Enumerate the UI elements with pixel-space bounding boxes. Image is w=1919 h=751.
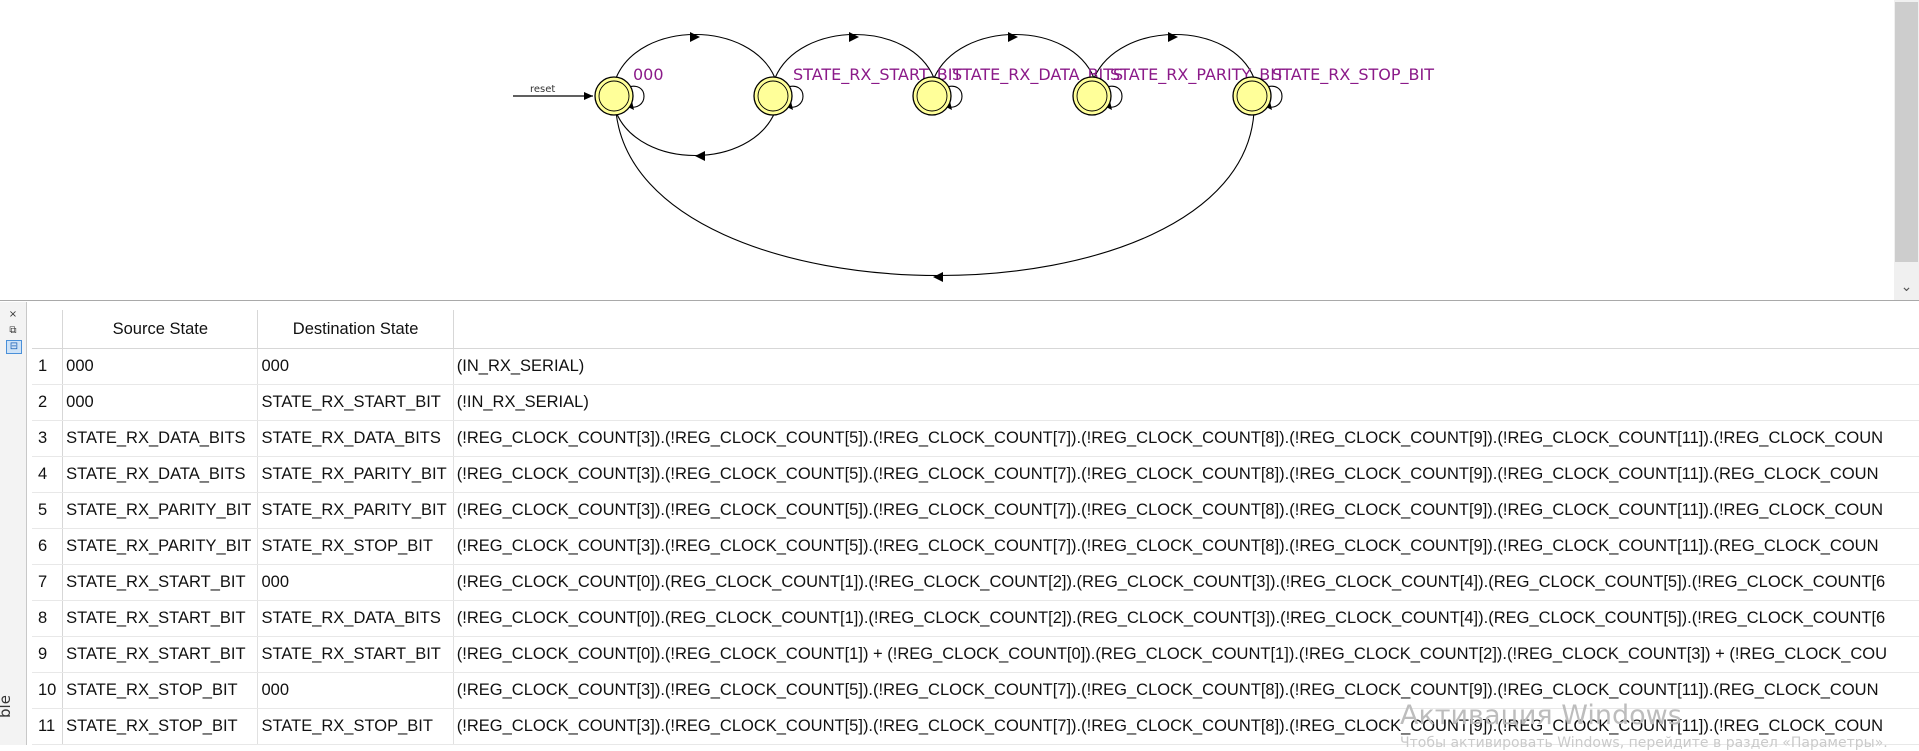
state-rx-stop-bit-label: STATE_RX_STOP_BIT	[1272, 65, 1434, 85]
source-state-cell[interactable]: STATE_RX_START_BIT	[62, 636, 259, 673]
row-index[interactable]: 10	[32, 672, 64, 709]
condition-cell[interactable]: (!REG_CLOCK_COUNT[3]).(!REG_CLOCK_COUNT[…	[453, 492, 1919, 529]
source-state-cell[interactable]: STATE_RX_STOP_BIT	[62, 708, 259, 745]
row-index[interactable]: 11	[32, 708, 64, 745]
column-header-condition[interactable]	[453, 310, 1919, 349]
state-rx-data-bits-label: STATE_RX_DATA_BITS	[952, 65, 1123, 85]
row-index[interactable]: 4	[32, 456, 64, 493]
condition-cell[interactable]: (!REG_CLOCK_COUNT[3]).(!REG_CLOCK_COUNT[…	[453, 672, 1919, 709]
row-index[interactable]: 5	[32, 492, 64, 529]
source-state-cell[interactable]: STATE_RX_STOP_BIT	[62, 672, 259, 709]
row-index-header	[32, 310, 64, 349]
condition-cell[interactable]: (IN_RX_SERIAL)	[453, 348, 1919, 385]
diagram-vertical-scrollbar[interactable]: ⌄	[1894, 0, 1919, 300]
row-index[interactable]: 7	[32, 564, 64, 601]
condition-cell[interactable]: (!IN_RX_SERIAL)	[453, 384, 1919, 421]
arrow-start-to-data	[849, 32, 859, 42]
row-index[interactable]: 3	[32, 420, 64, 457]
state-000[interactable]: 000	[594, 65, 664, 116]
source-state-cell[interactable]: STATE_RX_START_BIT	[62, 564, 259, 601]
arc-start-to-000	[615, 111, 776, 157]
source-state-cell[interactable]: STATE_RX_DATA_BITS	[62, 420, 259, 457]
close-icon[interactable]: ×	[8, 309, 18, 320]
destination-state-cell[interactable]: STATE_RX_PARITY_BIT	[257, 492, 454, 529]
reset-transition: reset	[513, 84, 593, 100]
destination-state-cell[interactable]: 000	[257, 564, 454, 601]
arrow-data-to-parity	[1008, 32, 1018, 42]
condition-cell[interactable]: (!REG_CLOCK_COUNT[3]).(!REG_CLOCK_COUNT[…	[453, 456, 1919, 493]
state-rx-data-bits[interactable]: STATE_RX_DATA_BITS	[912, 65, 1123, 116]
arrow-start-to-000	[695, 151, 705, 161]
source-state-cell[interactable]: STATE_RX_START_BIT	[62, 600, 259, 637]
source-state-cell[interactable]: 000	[62, 348, 259, 385]
condition-cell[interactable]: (!REG_CLOCK_COUNT[3]).(!REG_CLOCK_COUNT[…	[453, 420, 1919, 457]
row-index[interactable]: 6	[32, 528, 64, 565]
destination-state-cell[interactable]: STATE_RX_PARITY_BIT	[257, 456, 454, 493]
condition-cell[interactable]: (!REG_CLOCK_COUNT[3]).(!REG_CLOCK_COUNT[…	[453, 708, 1919, 745]
reset-label: reset	[530, 84, 555, 95]
source-state-cell[interactable]: STATE_RX_PARITY_BIT	[62, 528, 259, 565]
row-index[interactable]: 8	[32, 600, 64, 637]
destination-state-cell[interactable]: STATE_RX_START_BIT	[257, 384, 454, 421]
arc-data-to-parity	[933, 33, 1095, 79]
condition-cell[interactable]: (!REG_CLOCK_COUNT[3]).(!REG_CLOCK_COUNT[…	[453, 528, 1919, 565]
destination-state-cell[interactable]: STATE_RX_STOP_BIT	[257, 708, 454, 745]
state-machine-viewer[interactable]: reset	[0, 0, 1919, 301]
destination-state-cell[interactable]: 000	[257, 348, 454, 385]
column-header-destination-state[interactable]: Destination State	[257, 310, 454, 349]
state-rx-stop-bit[interactable]: STATE_RX_STOP_BIT	[1232, 65, 1434, 116]
destination-state-cell[interactable]: STATE_RX_START_BIT	[257, 636, 454, 673]
arc-parity-to-stop	[1093, 33, 1255, 79]
row-index[interactable]: 2	[32, 384, 64, 421]
arrow-000-to-start	[690, 32, 700, 42]
source-state-cell[interactable]: STATE_RX_DATA_BITS	[62, 456, 259, 493]
dock-strip: × ⧉ ⊟	[0, 302, 27, 745]
arc-000-to-start	[615, 33, 776, 79]
arrow-stop-to-000	[933, 272, 943, 282]
scrollbar-thumb[interactable]	[1895, 2, 1918, 262]
row-index[interactable]: 1	[32, 348, 64, 385]
arc-stop-to-000	[615, 111, 1255, 276]
scroll-down-arrow-icon[interactable]: ⌄	[1900, 279, 1913, 295]
condition-cell[interactable]: (!REG_CLOCK_COUNT[0]).(REG_CLOCK_COUNT[1…	[453, 600, 1919, 637]
float-window-icon[interactable]: ⧉	[9, 325, 17, 336]
source-state-cell[interactable]: STATE_RX_PARITY_BIT	[62, 492, 259, 529]
destination-state-cell[interactable]: STATE_RX_DATA_BITS	[257, 600, 454, 637]
destination-state-cell[interactable]: STATE_RX_DATA_BITS	[257, 420, 454, 457]
arc-start-to-data	[774, 33, 935, 79]
row-index[interactable]: 9	[32, 636, 64, 673]
source-state-cell[interactable]: 000	[62, 384, 259, 421]
destination-state-cell[interactable]: 000	[257, 672, 454, 709]
state-rx-start-bit-label: STATE_RX_START_BIT	[793, 65, 962, 85]
pin-icon[interactable]: ⊟	[6, 340, 22, 354]
condition-cell[interactable]: (!REG_CLOCK_COUNT[0]).(REG_CLOCK_COUNT[1…	[453, 564, 1919, 601]
state-rx-start-bit[interactable]: STATE_RX_START_BIT	[753, 65, 962, 116]
state-000-label: 000	[633, 65, 664, 84]
destination-state-cell[interactable]: STATE_RX_STOP_BIT	[257, 528, 454, 565]
column-header-source-state[interactable]: Source State	[62, 310, 259, 349]
state-diagram-canvas[interactable]: reset	[0, 0, 1894, 300]
dock-tab-label[interactable]: ble	[0, 695, 14, 718]
arrow-parity-to-stop	[1168, 32, 1178, 42]
condition-cell[interactable]: (!REG_CLOCK_COUNT[0]).(!REG_CLOCK_COUNT[…	[453, 636, 1919, 673]
table-header-row: Source State Destination State	[32, 310, 1919, 349]
